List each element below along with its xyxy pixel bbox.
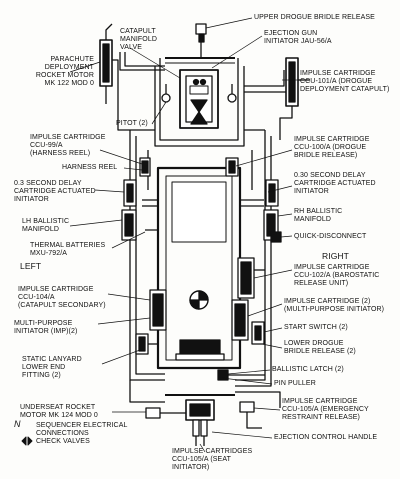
label-harness-reel: HARNESS REEL: [62, 164, 118, 171]
label-upper-drogue-bridle-release: UPPER DROGUE BRIDLE RELEASE: [254, 14, 375, 21]
seat-bucket: [156, 166, 242, 370]
label-ejection-gun-initiator: EJECTION GUN INITIATOR JAU-56/A: [264, 30, 332, 45]
center-sequencer: [189, 290, 209, 310]
label-impulse-cartridge-ccu99: IMPULSE CARTRIDGE CCU-99/A (HARNESS REEL…: [30, 134, 106, 157]
label-pin-puller: PIN PULLER: [274, 380, 316, 387]
label-ejection-control-handle: EJECTION CONTROL HANDLE: [274, 434, 378, 441]
label-start-switch: START SWITCH (2): [284, 324, 348, 331]
legend-symbols: [21, 436, 33, 446]
label-underseat-rocket-motor: UNDERSEAT ROCKET MOTOR MK 124 MOD 0: [20, 404, 98, 419]
underseat-rocket-motor: [129, 380, 281, 446]
label-parachute-deployment-rocket-motor: PARACHUTE DEPLOYMENT ROCKET MOTOR MK 122…: [35, 56, 94, 87]
label-impulse-cartridges-seat-initiator: IMPULSE CARTRIDGES CCU-105/A (SEAT INITI…: [172, 448, 253, 471]
label-rh-ballistic-manifold: RH BALLISTIC MANIFOLD: [294, 208, 343, 223]
label-lh-ballistic-manifold: LH BALLISTIC MANIFOLD: [22, 218, 70, 233]
label-impulse-cartridge-ccu104: IMPULSE CARTRIDGE CCU-104/A (CATAPULT SE…: [18, 286, 106, 309]
leader-lines: [69, 17, 298, 453]
label-thermal-batteries: THERMAL BATTERIES MXU-792/A: [30, 242, 106, 257]
left-side-label: LEFT: [20, 261, 42, 271]
label-impulse-cartridge-ccu102: IMPULSE CARTRIDGE CCU-102/A (BAROSTATIC …: [294, 264, 380, 287]
label-delay-initiator-left: 0.3 SECOND DELAY CARTRIDGE ACTUATED INIT…: [14, 180, 96, 203]
label-delay-initiator-right: 0.30 SECOND DELAY CARTRIDGE ACTUATED INI…: [294, 172, 376, 195]
label-multi-purpose-initiator: MULTI-PURPOSE INITIATOR (IMP)(2): [14, 320, 78, 335]
label-ballistic-latch: BALLISTIC LATCH (2): [272, 366, 344, 373]
sequencer-symbol: N: [14, 419, 21, 429]
lower-left-initiators: [135, 289, 167, 355]
label-impulse-cartridge-ccu105: IMPULSE CARTRIDGE CCU-105/A (EMERGENCY R…: [282, 398, 369, 421]
lower-right-initiators: [217, 299, 265, 381]
label-quick-disconnect: QUICK-DISCONNECT: [294, 233, 367, 240]
label-lower-drogue-bridle-release: LOWER DROGUE BRIDLE RELEASE (2): [284, 340, 356, 355]
label-impulse-cartridge-ccu100: IMPULSE CARTRIDGE CCU-100/A (DROGUE BRID…: [294, 136, 370, 159]
label-impulse-cartridge-2: IMPULSE CARTRIDGE (2) (MULTI-PURPOSE INI…: [284, 298, 385, 313]
label-impulse-cartridge-ccu101: IMPULSE CARTRIDGE CCU-101/A (DROGUE DEPL…: [300, 70, 390, 93]
label-sequencer-connections: SEQUENCER ELECTRICAL CONNECTIONS: [36, 422, 128, 437]
left-components: [121, 157, 159, 270]
ejection-gun-assembly: [154, 57, 245, 147]
parachute-deployment-rocket-motor: [99, 23, 130, 131]
catapult-manifold-lines: [119, 52, 292, 93]
quick-disconnect-fitting: [270, 231, 282, 243]
right-side-label: RIGHT: [322, 251, 349, 261]
label-static-lanyard: STATIC LANYARD LOWER END FITTING (2): [22, 356, 82, 379]
upper-drogue-bridle-release-fitting: [195, 23, 207, 58]
right-components: [225, 157, 279, 299]
label-pitot: PITOT (2): [116, 120, 148, 127]
label-check-valves: CHECK VALVES: [36, 438, 90, 445]
label-catapult-manifold-valve: CATAPULT MANIFOLD VALVE: [120, 28, 157, 51]
drogue-deployment-catapult: [279, 57, 310, 140]
